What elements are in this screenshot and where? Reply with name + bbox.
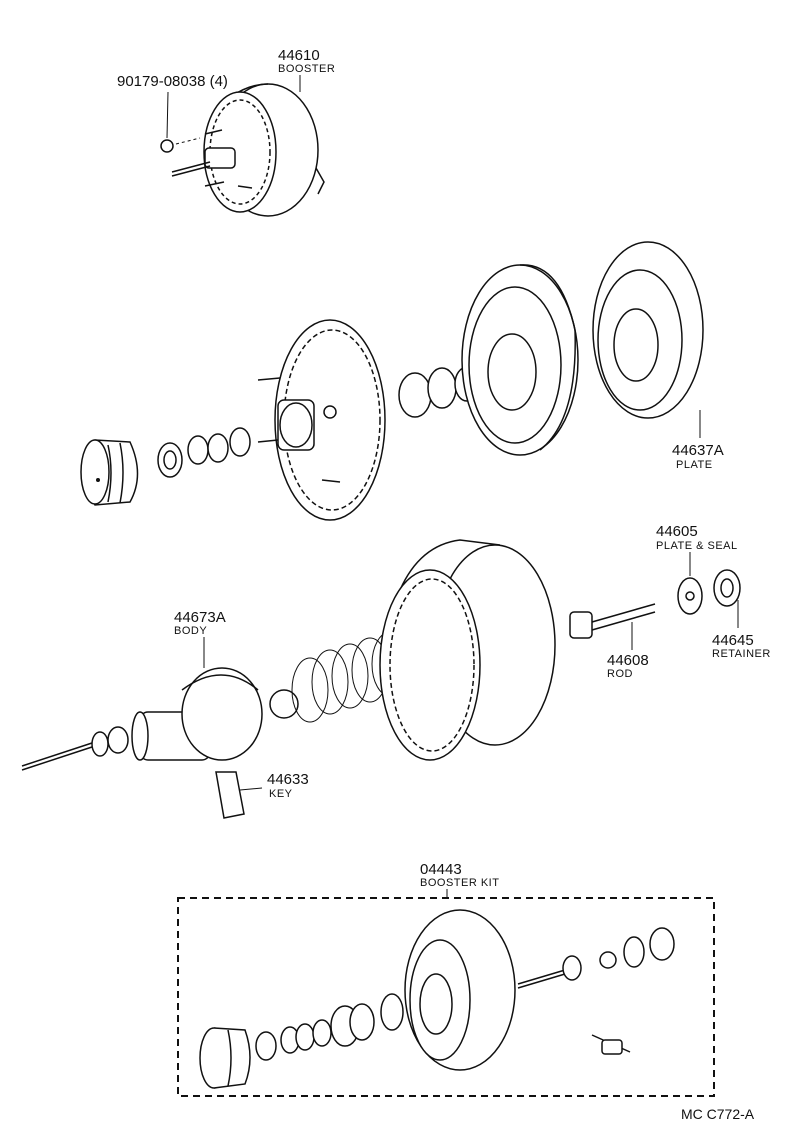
plate-drawing	[592, 241, 704, 419]
retainer-label: 44645 RETAINER	[712, 600, 771, 660]
booster-kit-label: 04443 BOOSTER KIT	[420, 861, 499, 898]
plate-label: 44637A PLATE	[672, 410, 724, 471]
svg-text:RETAINER: RETAINER	[712, 648, 771, 660]
svg-text:KEY: KEY	[269, 788, 293, 800]
body-label: 44673A BODY	[174, 609, 226, 668]
svg-text:04443: 04443	[420, 861, 462, 878]
svg-text:44605: 44605	[656, 523, 698, 540]
svg-text:44637A: 44637A	[672, 442, 724, 459]
booster-kit-dashed-box	[177, 897, 715, 1097]
svg-text:44645: 44645	[712, 632, 754, 649]
svg-text:PLATE & SEAL: PLATE & SEAL	[656, 540, 738, 552]
svg-text:ROD: ROD	[607, 668, 633, 680]
svg-text:44610: 44610	[278, 47, 320, 64]
svg-text:BOOSTER KIT: BOOSTER KIT	[420, 877, 499, 889]
svg-text:44673A: 44673A	[174, 609, 226, 626]
rod-label: 44608 ROD	[607, 622, 649, 680]
key-label: 44633 KEY	[267, 771, 309, 800]
body-group-drawing	[21, 539, 741, 771]
svg-text:44608: 44608	[607, 652, 649, 669]
front-shell-group-drawing	[80, 264, 579, 521]
plate-seal-label: 44605 PLATE & SEAL	[656, 523, 738, 576]
key-drawing	[215, 771, 263, 819]
svg-text:BODY: BODY	[174, 625, 207, 637]
booster-assembly-drawing	[160, 83, 325, 217]
svg-text:44633: 44633	[267, 771, 309, 788]
booster-label: 44610 BOOSTER	[278, 47, 335, 92]
svg-text:PLATE: PLATE	[676, 459, 713, 471]
svg-text:90179-08038 (4): 90179-08038 (4)	[117, 73, 228, 90]
nut-label: 90179-08038 (4)	[117, 73, 228, 139]
figure-code: MC C772-A	[681, 1106, 755, 1122]
booster-kit-drawing	[199, 909, 675, 1089]
svg-text:BOOSTER: BOOSTER	[278, 63, 335, 75]
